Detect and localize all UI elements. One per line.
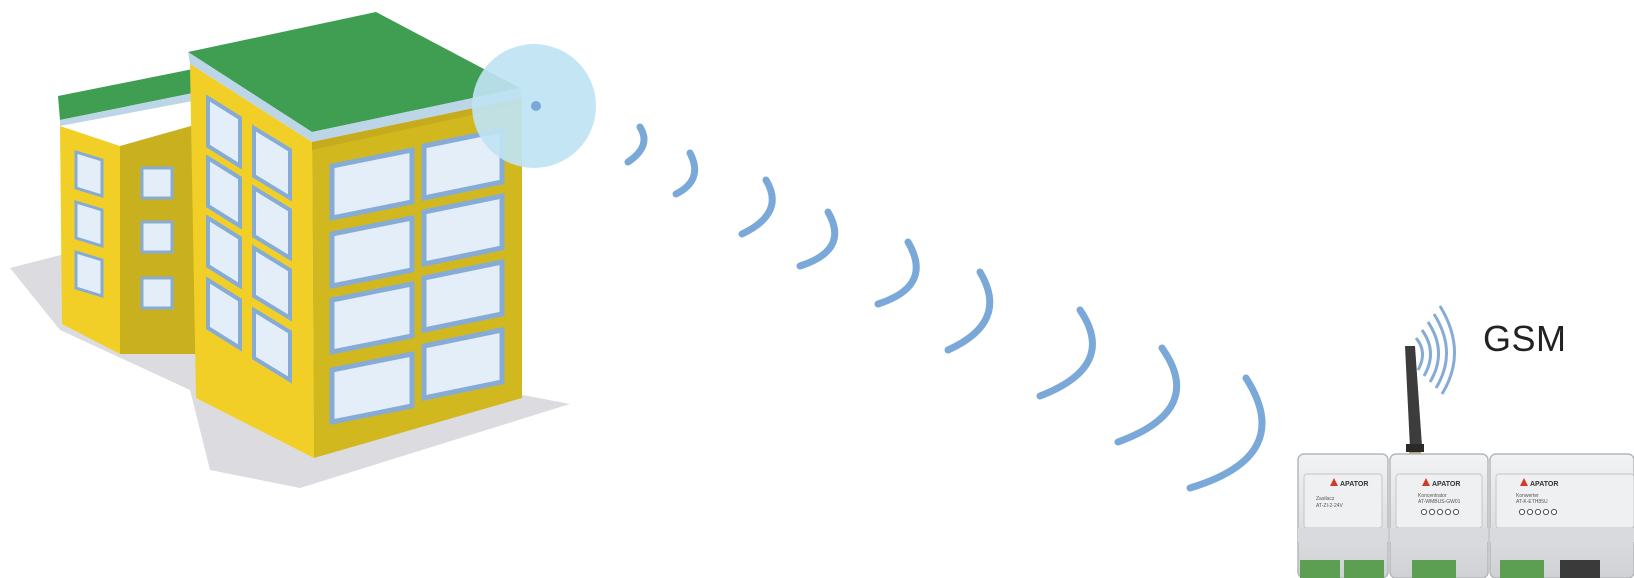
module-3-brand: APATOR	[1530, 481, 1558, 488]
din-module-3	[1490, 454, 1634, 578]
module-1-brand: APATOR	[1340, 481, 1368, 488]
module-2-brand: APATOR	[1432, 481, 1460, 488]
main-tower	[188, 12, 522, 458]
din-rail-modules: APATOR Zasilacz AT-ZI-2-24V APATOR Konce…	[1298, 454, 1634, 578]
gsm-label: GSM	[1483, 318, 1567, 360]
gsm-signal-icon	[1416, 306, 1455, 394]
radio-signal-icon	[628, 127, 1262, 488]
module-1-line1: Zasilacz	[1316, 496, 1335, 502]
module-3-line2: AT-K-ETH85U	[1516, 499, 1548, 505]
radio-transmitter	[472, 44, 596, 168]
module-2-line2: AT-WMBUS-GW01	[1418, 499, 1461, 505]
module-1-line2: AT-ZI-2-24V	[1316, 503, 1344, 509]
din-module-1	[1298, 454, 1388, 578]
din-module-2	[1390, 454, 1488, 578]
left-wing	[58, 68, 198, 354]
